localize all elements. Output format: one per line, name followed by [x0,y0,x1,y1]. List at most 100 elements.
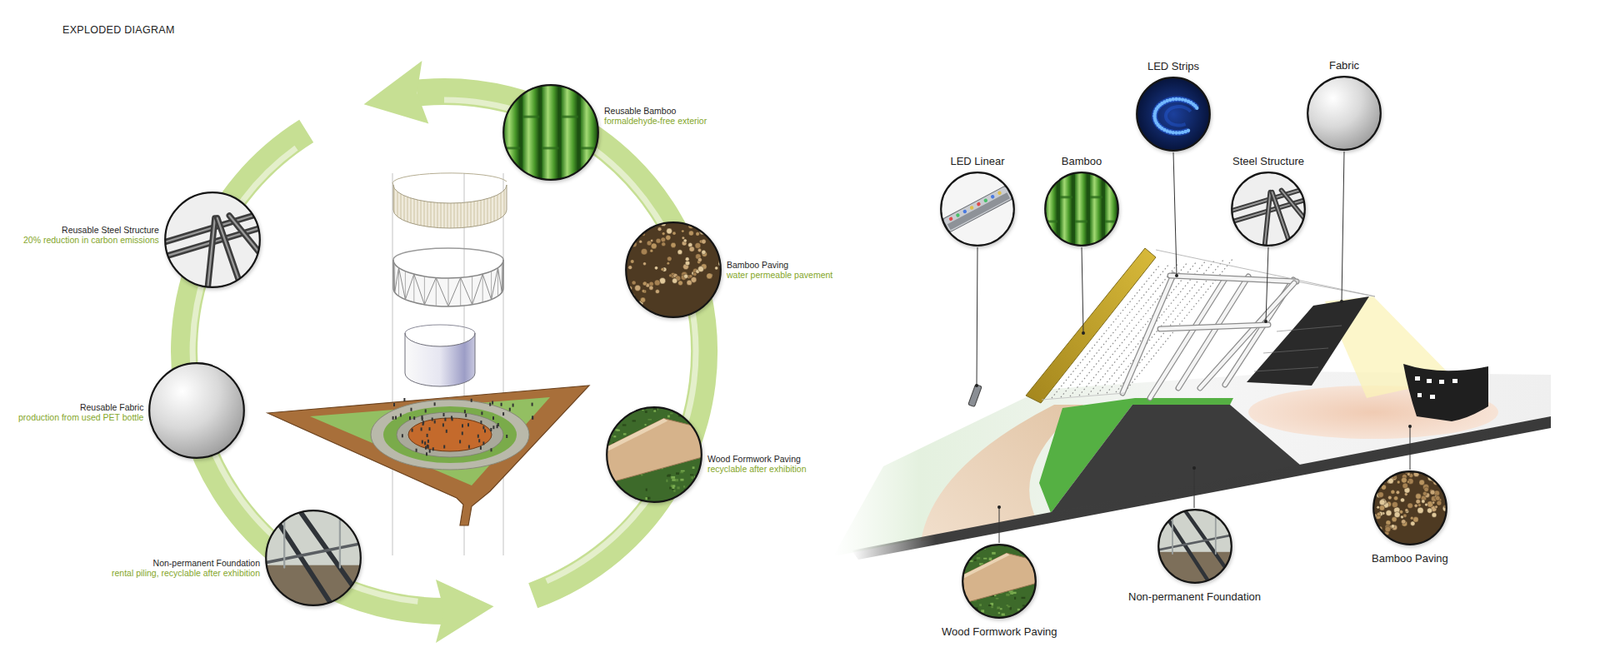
visitor-figure [395,416,397,420]
steel-tube [1160,325,1269,330]
photo-art [969,552,971,555]
photo-art [165,192,260,288]
visitor-figure [464,410,466,414]
photo-art [541,84,559,181]
photo-art [665,480,668,483]
photo-art [1009,591,1013,594]
visitor-figure [411,429,414,433]
truss-post [482,274,484,303]
visitor-figure [421,417,424,421]
photo-art [1060,195,1073,199]
photo-art [982,616,987,619]
photo-art [641,290,645,294]
photo-art [942,185,1013,233]
photo-art [611,493,616,496]
photo-art [639,225,645,230]
material-photo [1230,171,1306,247]
photo-art [1415,494,1421,500]
photo-art [677,250,683,255]
visitor-figure [400,414,402,418]
callout-text: Steel Structure [1232,155,1305,168]
photo-art [964,552,967,555]
visitor-figure [489,403,491,407]
diagram-title: EXPLODED DIAGRAM [62,24,175,37]
material-callout: Non-permanent Foundation [1128,509,1261,604]
material-callout: LED Strips [1135,60,1211,152]
exploded-model [503,173,505,556]
photo-art [645,424,647,426]
photo-art [1438,470,1445,475]
photo-art [1414,504,1418,508]
photo-art [1165,106,1191,126]
photo-art [622,424,627,426]
photo-art [962,554,967,557]
photo-art [626,230,631,235]
photo-art [642,281,647,286]
photo-art [631,280,636,285]
truss-post [424,276,425,305]
photo-art [981,617,985,620]
visitor-figures [392,398,535,456]
photo-art [1441,470,1447,476]
pavilion-model [1246,296,1370,386]
photo-art [989,558,993,561]
exploded-model [370,400,530,470]
steel-tube [1150,279,1225,399]
photo-art [502,84,600,181]
photo-art [1180,130,1185,135]
photo-art [975,616,979,620]
photo-art [1010,593,1014,595]
photo-art [990,194,995,200]
photo-art [695,232,700,237]
callout-text: LED Strips [1147,60,1200,73]
visitor-figure [490,428,492,432]
photo-art [207,218,215,289]
photo-art [1385,520,1391,526]
photo-art [1136,77,1210,151]
photo-art [690,477,694,480]
visitor-figure [401,434,404,438]
visitor-figure [427,445,430,449]
photo-art [606,407,702,503]
material-callout: Bamboo [1044,155,1120,247]
led-strip-line [1051,265,1160,399]
visitor-figure [531,415,534,420]
truss-brace [435,277,449,307]
photo-art [1399,510,1403,515]
pavilion-model [1296,281,1375,297]
exploded-model [310,397,550,486]
steel-truss [393,260,504,307]
arrow-head [364,60,430,125]
photo-art [1406,480,1410,484]
photo-art [1174,130,1178,135]
photo-art [699,221,706,226]
photo-art [265,510,362,607]
photo-art [1379,500,1385,506]
photo-art [1430,470,1436,476]
photo-art [673,490,675,493]
exploded-model [393,185,507,229]
material-name: Fabric [1329,59,1360,72]
leader-dot [1081,331,1085,335]
photo-art [683,485,685,488]
callout-text: Non-permanent Foundation [1128,590,1261,604]
photo-art [1158,510,1232,584]
photo-art [654,280,660,286]
photo-art [1394,512,1400,519]
photo-art [665,235,671,240]
visitor-figure [434,420,436,425]
material-photo [625,221,722,319]
photo-art [700,469,703,472]
truss-post [413,274,415,303]
photo-art [1028,545,1032,549]
photo-art [961,544,1037,620]
photo-art [691,477,694,480]
photo-art [1410,516,1414,520]
photo-art [1420,500,1425,504]
photo-art [683,239,687,243]
truss-brace [498,268,503,293]
photo-art [645,410,648,414]
photo-art [1044,171,1120,247]
visitor-figure [393,403,395,407]
photo-art [265,544,362,564]
